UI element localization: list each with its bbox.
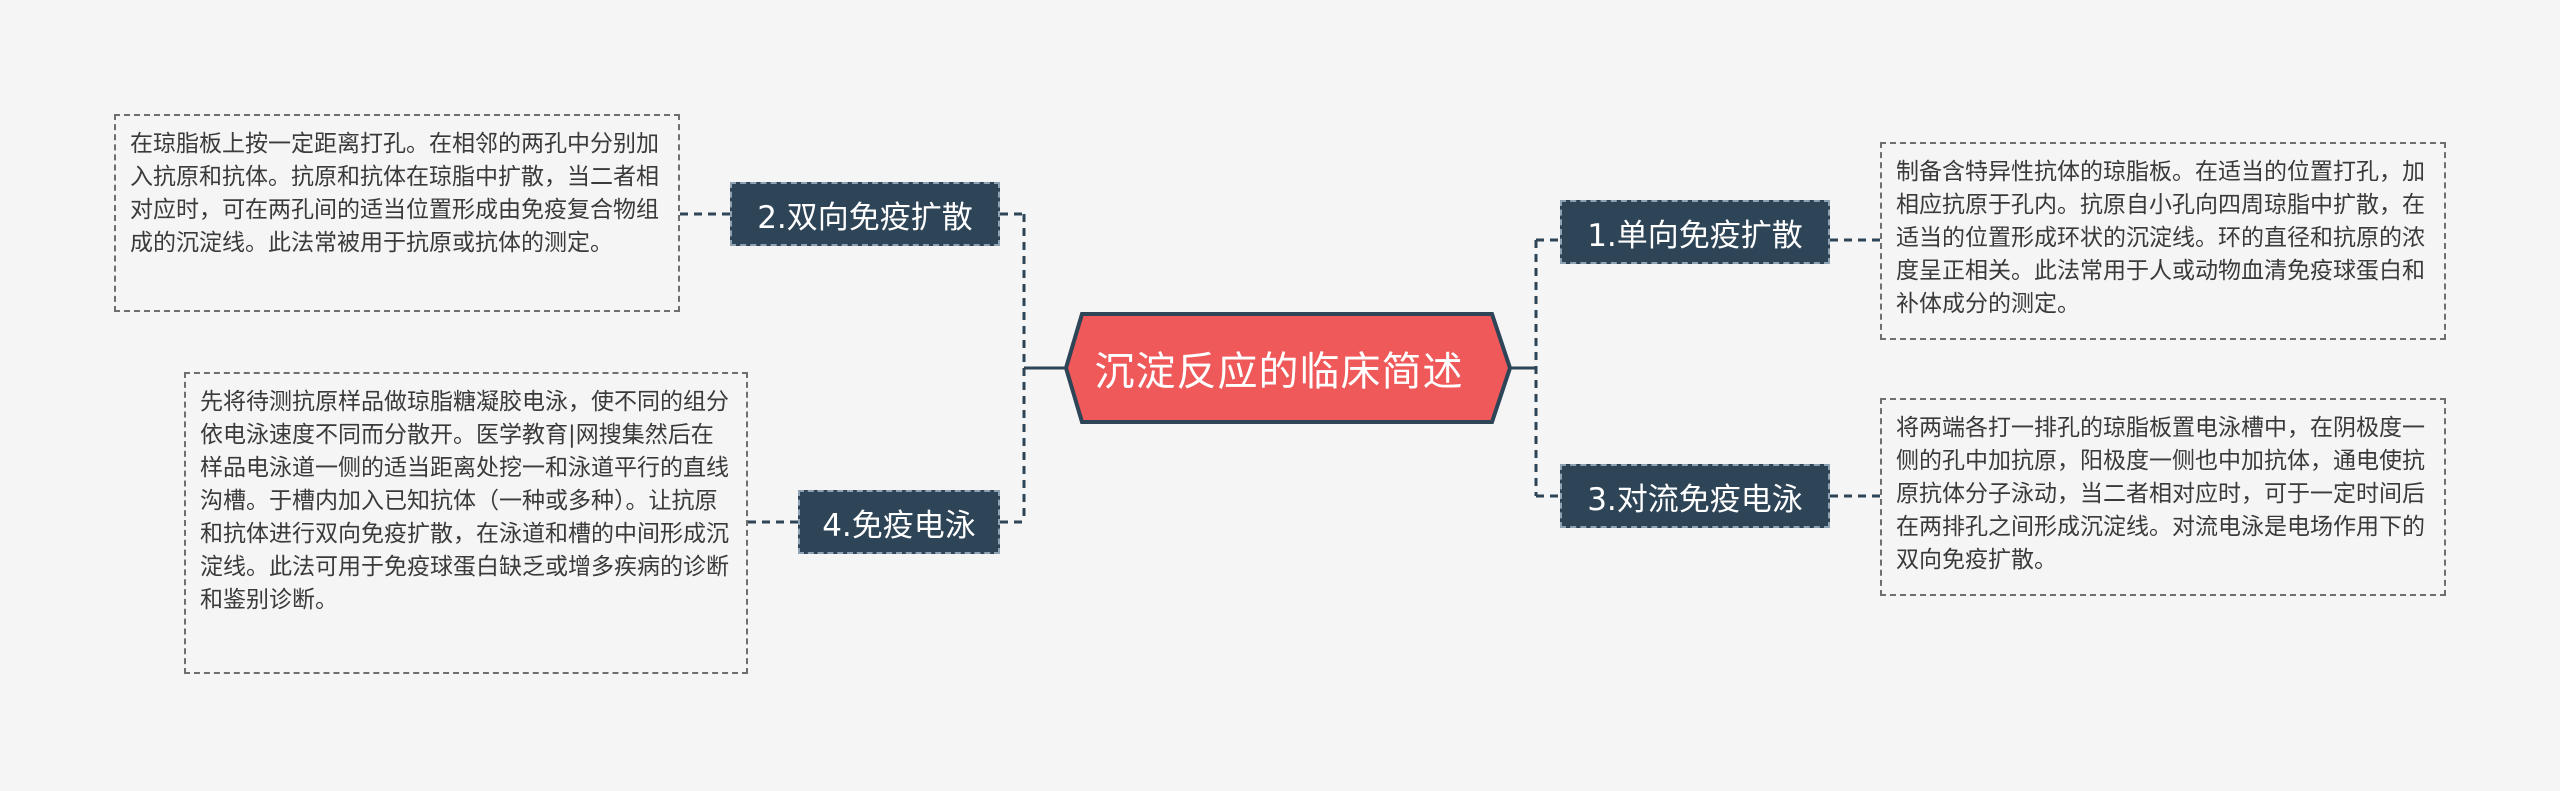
branch-counter-immunoelectrophoresis[interactable]: 3.对流免疫电泳 xyxy=(1560,464,1830,528)
branch-label: 3.对流免疫电泳 xyxy=(1587,481,1803,518)
branch-label: 1.单向免疫扩散 xyxy=(1587,217,1803,254)
note-text: 在琼脂板上按一定距离打孔。在相邻的两孔中分别加入抗原和抗体。抗原和抗体在琼脂中扩… xyxy=(130,131,659,256)
branch-immunoelectrophoresis[interactable]: 4.免疫电泳 xyxy=(798,490,1000,554)
note-text: 制备含特异性抗体的琼脂板。在适当的位置打孔，加相应抗原于孔内。抗原自小孔向四周琼… xyxy=(1896,159,2425,317)
note-text: 先将待测抗原样品做琼脂糖凝胶电泳，使不同的组分依电泳速度不同而分散开。医学教育|… xyxy=(200,389,729,613)
note-counter-immunoelectrophoresis: 将两端各打一排孔的琼脂板置电泳槽中，在阴极度一侧的孔中加抗原，阳极度一侧也中加抗… xyxy=(1880,398,2446,596)
branch-single-immunodiffusion[interactable]: 1.单向免疫扩散 xyxy=(1560,200,1830,264)
branch-label: 4.免疫电泳 xyxy=(822,507,976,544)
root-title: 沉淀反应的临床简述 xyxy=(1094,349,1464,395)
branch-label: 2.双向免疫扩散 xyxy=(757,199,973,236)
root-node[interactable]: 沉淀反应的临床简述 xyxy=(1044,312,1514,424)
note-single-immunodiffusion: 制备含特异性抗体的琼脂板。在适当的位置打孔，加相应抗原于孔内。抗原自小孔向四周琼… xyxy=(1880,142,2446,340)
note-immunoelectrophoresis: 先将待测抗原样品做琼脂糖凝胶电泳，使不同的组分依电泳速度不同而分散开。医学教育|… xyxy=(184,372,748,674)
note-text: 将两端各打一排孔的琼脂板置电泳槽中，在阴极度一侧的孔中加抗原，阳极度一侧也中加抗… xyxy=(1896,415,2425,573)
branch-double-immunodiffusion[interactable]: 2.双向免疫扩散 xyxy=(730,182,1000,246)
note-double-immunodiffusion: 在琼脂板上按一定距离打孔。在相邻的两孔中分别加入抗原和抗体。抗原和抗体在琼脂中扩… xyxy=(114,114,680,312)
